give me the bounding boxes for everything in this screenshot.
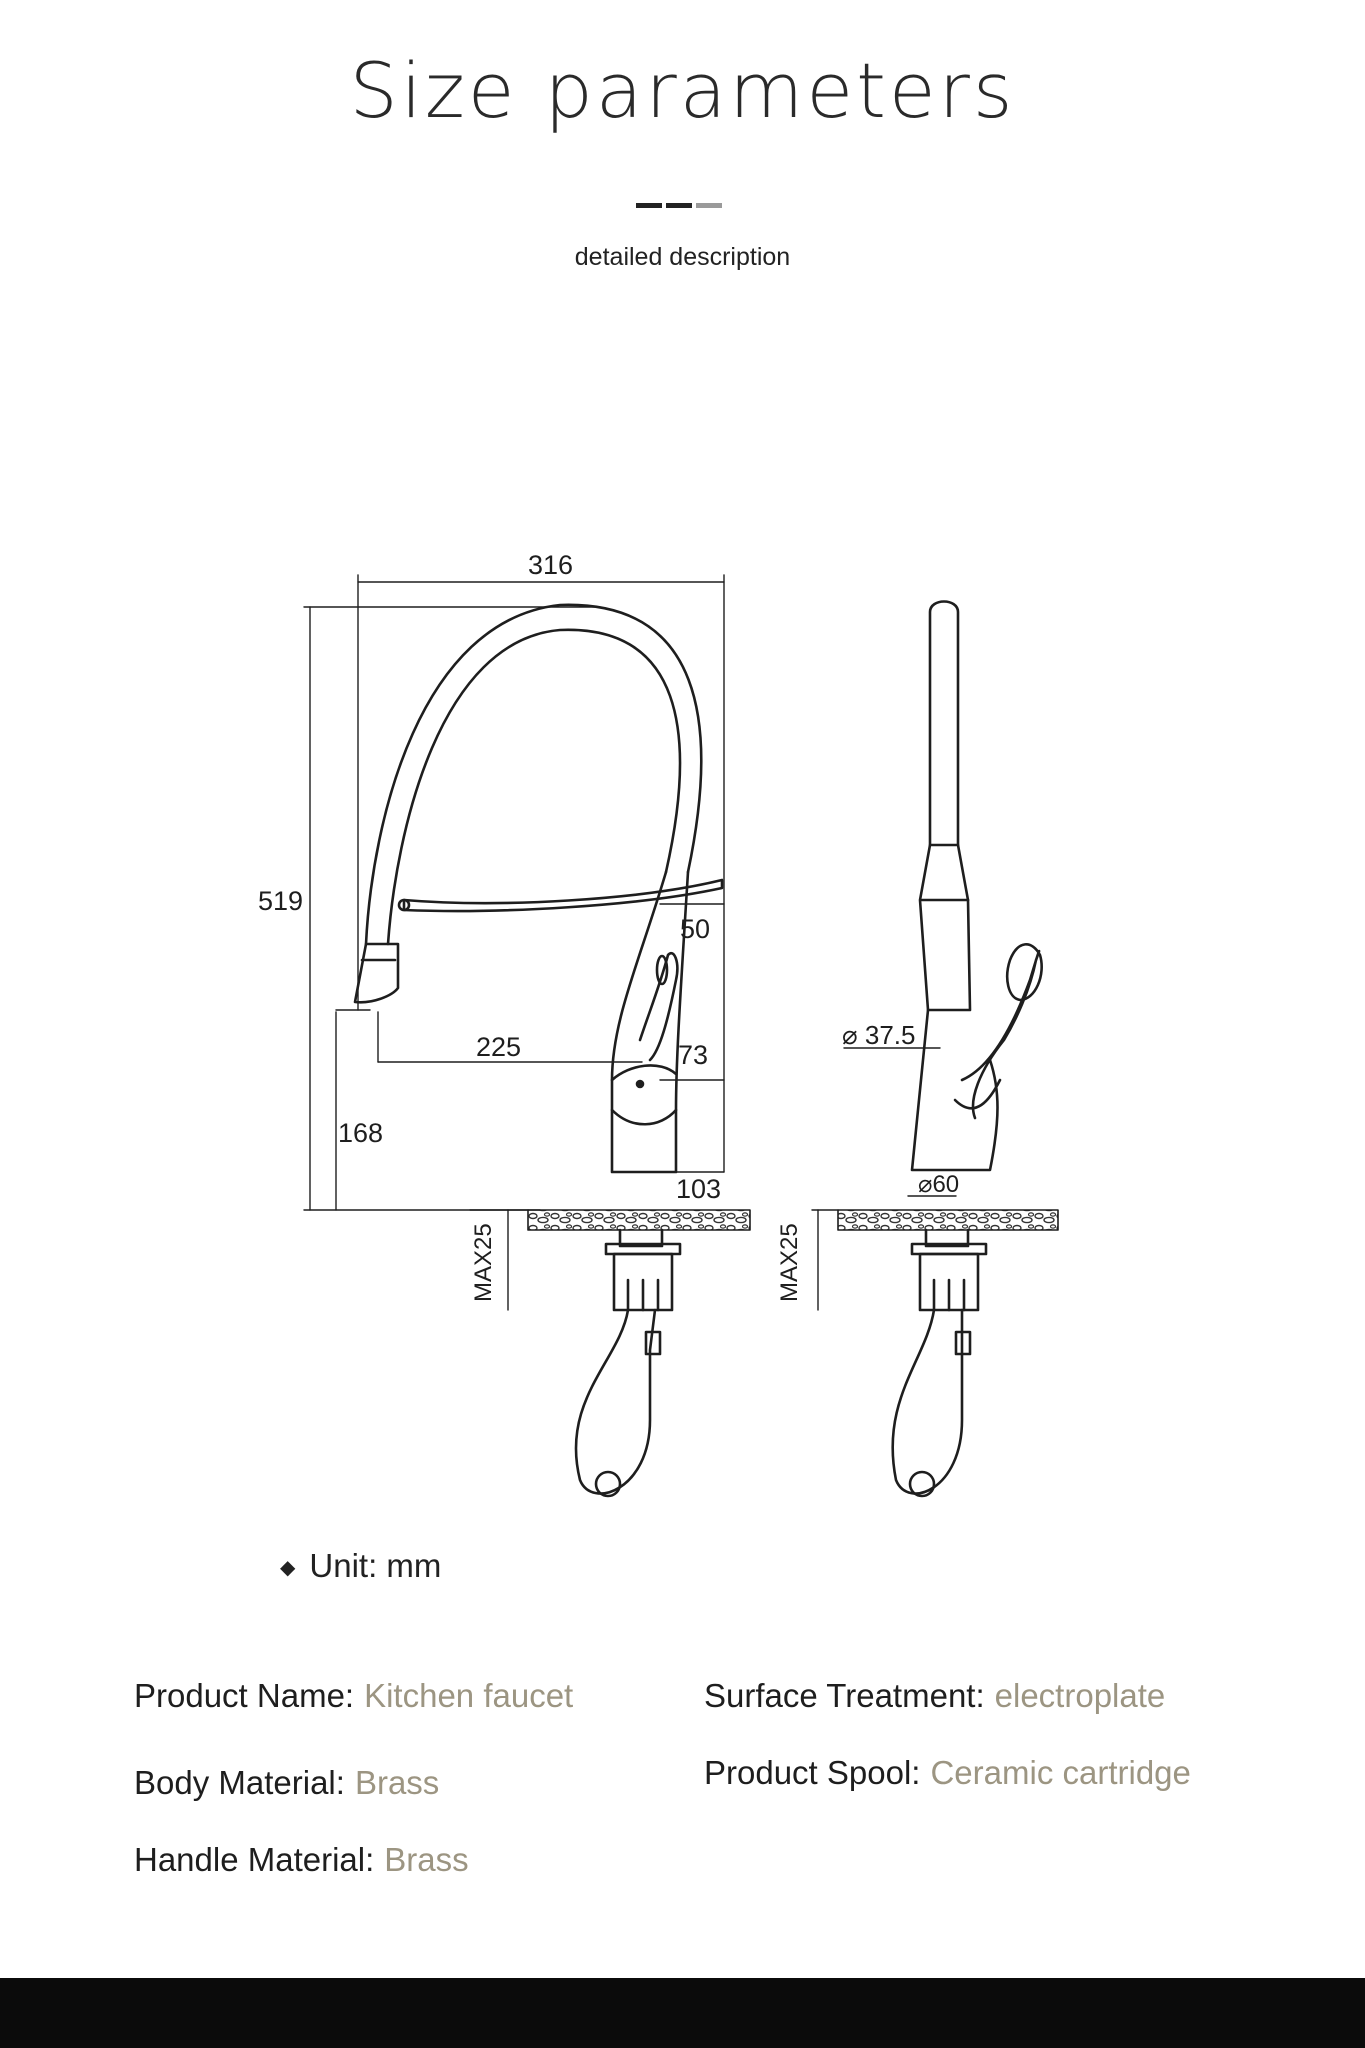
under-hose [574, 1308, 657, 1495]
spec-product-name: Product Name:Kitchen faucet [134, 1677, 573, 1715]
spec-label: Body Material: [134, 1764, 345, 1801]
page-title: Size parameters [349, 46, 1016, 135]
dim-50: 50 [680, 914, 710, 944]
pull-hose-arc [364, 603, 703, 946]
side-under-hose [891, 1308, 964, 1495]
spec-handle-material: Handle Material:Brass [134, 1841, 469, 1879]
dia-37-5: ⌀ 37.5 [842, 1020, 915, 1050]
dim-225: 225 [476, 1032, 521, 1062]
dim-168: 168 [338, 1118, 383, 1148]
dimension-lines [303, 574, 725, 1311]
front-view [303, 574, 751, 1498]
footer-bar [0, 1978, 1365, 2048]
divider-dash-2 [666, 203, 692, 208]
dim-519: 519 [258, 886, 303, 916]
max25-right: MAX25 [776, 1223, 803, 1302]
unit-note: ◆ Unit: mm [280, 1547, 441, 1585]
spec-product-spool: Product Spool:Ceramic cartridge [704, 1754, 1191, 1792]
spec-value: Brass [384, 1841, 469, 1878]
countertop-right [837, 1209, 1059, 1231]
side-body [910, 1008, 999, 1172]
faucet-technical-drawing: 316 519 50 225 73 168 103 MAX25 ⌀ 37.5 ⌀… [258, 550, 1059, 1498]
dim-103: 103 [676, 1174, 721, 1204]
spec-surface-treatment: Surface Treatment:electroplate [704, 1677, 1165, 1715]
dim-73: 73 [678, 1040, 708, 1070]
title-divider [636, 203, 726, 208]
spec-label: Handle Material: [134, 1841, 375, 1878]
side-spout [928, 600, 960, 847]
spec-label: Product Spool: [704, 1754, 921, 1791]
spec-value: electroplate [994, 1677, 1166, 1714]
side-view [811, 600, 1059, 1498]
countertop-left [527, 1209, 751, 1231]
mounting-shank [618, 1228, 664, 1248]
max25-left: MAX25 [470, 1223, 497, 1302]
divider-dash-3 [696, 203, 722, 208]
spec-body-material: Body Material:Brass [134, 1764, 439, 1802]
spec-label: Product Name: [134, 1677, 355, 1714]
spray-head [353, 942, 400, 1004]
dim-316: 316 [528, 550, 573, 580]
unit-label: Unit: mm [309, 1547, 442, 1584]
spec-value: Brass [354, 1764, 440, 1801]
divider-dash-1 [636, 203, 662, 208]
diamond-bullet-icon: ◆ [280, 1557, 296, 1579]
side-handle [960, 949, 1041, 1120]
spec-value: Kitchen faucet [364, 1677, 574, 1714]
handle-lever [638, 952, 679, 1062]
spec-label: Surface Treatment: [704, 1677, 985, 1714]
page-subtitle: detailed description [574, 243, 791, 271]
magnetic-bar [402, 878, 724, 913]
faucet-body [610, 870, 690, 1174]
dia-60: ⌀60 [918, 1171, 959, 1198]
spec-value: Ceramic cartridge [930, 1754, 1191, 1791]
